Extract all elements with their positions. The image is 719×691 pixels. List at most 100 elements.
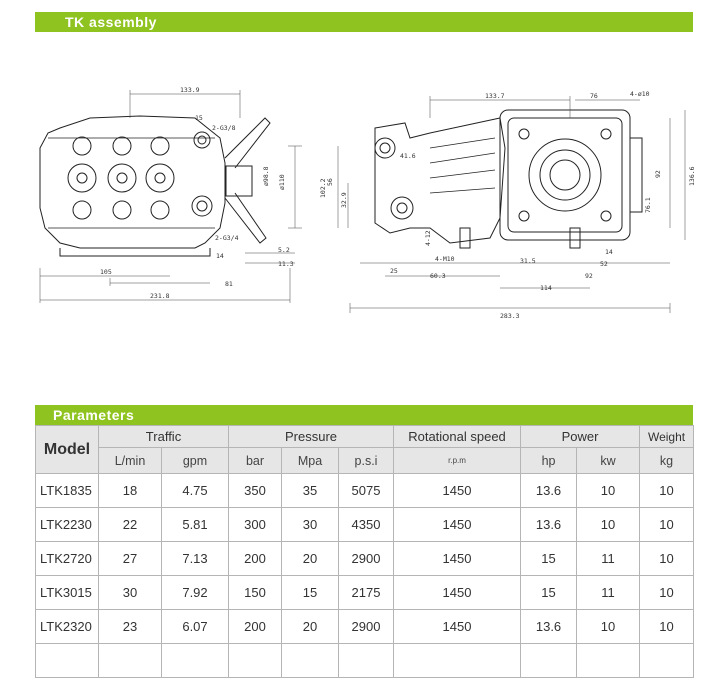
cell-rpm: 1450 xyxy=(393,575,522,610)
cell-lmin: 18 xyxy=(98,473,162,508)
dim-side-136-6: 136.6 xyxy=(688,166,696,186)
table-row: LTK2230 22 5.81 300 30 4350 1450 13.6 10… xyxy=(35,507,695,542)
unit-psi: p.s.i xyxy=(337,447,395,474)
empty-cell xyxy=(98,643,162,678)
dim-side-76-top: 76 xyxy=(590,92,598,100)
cell-kg: 10 xyxy=(639,575,695,610)
cell-mpa: 15 xyxy=(281,575,339,610)
empty-cell xyxy=(576,643,641,678)
parameters-table: Model Traffic Pressure Rotational speed … xyxy=(35,425,695,678)
cell-kw: 11 xyxy=(576,541,641,576)
empty-cell xyxy=(281,643,339,678)
dim-side-31-5: 31.5 xyxy=(520,257,536,265)
model-header: Model xyxy=(35,425,99,474)
parameters-section-title: Parameters xyxy=(35,405,693,425)
unit-kg: kg xyxy=(639,447,695,474)
dim-side-overall: 283.3 xyxy=(500,312,520,320)
dim-front-15: 15 xyxy=(195,114,203,122)
cell-mpa: 20 xyxy=(281,609,339,644)
dim-front-d110: ø110 xyxy=(278,174,286,190)
cell-psi: 4350 xyxy=(337,507,395,542)
cell-kw: 11 xyxy=(576,575,641,610)
empty-cell xyxy=(393,643,522,678)
cell-hp: 13.6 xyxy=(520,473,578,508)
cell-gpm: 5.81 xyxy=(161,507,229,542)
cell-kg: 10 xyxy=(639,473,695,508)
dim-side-32-9: 32.9 xyxy=(340,192,348,208)
dim-side-25: 25 xyxy=(390,267,398,275)
empty-cell xyxy=(228,643,282,678)
traffic-header: Traffic xyxy=(98,425,229,448)
dim-side-133-7: 133.7 xyxy=(485,92,505,100)
cell-psi: 2900 xyxy=(337,609,395,644)
empty-cell xyxy=(520,643,578,678)
dim-side-60-3: 60.3 xyxy=(430,272,446,280)
power-header: Power xyxy=(520,425,641,448)
assembly-section-title: TK assembly xyxy=(35,12,693,32)
side-view-dimension-lines xyxy=(337,96,686,313)
cell-gpm: 6.07 xyxy=(161,609,229,644)
cell-bar: 200 xyxy=(228,541,282,576)
cell-bar: 300 xyxy=(228,507,282,542)
dim-side-4-12: 4-12 xyxy=(424,230,432,246)
weight-header: Weight xyxy=(639,425,695,448)
cell-kw: 10 xyxy=(576,609,641,644)
cell-mpa: 20 xyxy=(281,541,339,576)
dim-front-width-top: 133.9 xyxy=(180,86,200,94)
cell-psi: 2175 xyxy=(337,575,395,610)
dim-side-41-6: 41.6 xyxy=(400,152,416,160)
cell-bar: 150 xyxy=(228,575,282,610)
cell-model: LTK2320 xyxy=(35,609,99,644)
cell-kg: 10 xyxy=(639,609,695,644)
unit-kw: kw xyxy=(576,447,641,474)
table-row: LTK1835 18 4.75 350 35 5075 1450 13.6 10… xyxy=(35,473,695,508)
cell-psi: 5075 xyxy=(337,473,395,508)
dim-side-56: 56 xyxy=(326,178,334,186)
table-empty-row xyxy=(35,643,695,678)
dim-side-bolt-holes: 4-ø10 xyxy=(630,90,650,98)
empty-cell xyxy=(161,643,229,678)
dim-side-76-1: 76.1 xyxy=(644,197,652,213)
cell-model: LTK1835 xyxy=(35,473,99,508)
dim-side-m10: 4-M10 xyxy=(435,255,455,263)
cell-kw: 10 xyxy=(576,473,641,508)
dim-front-outlet-thread: 2-G3/8 xyxy=(212,124,236,132)
dim-front-11-3: 11.3 xyxy=(278,260,294,268)
unit-mpa: Mpa xyxy=(281,447,339,474)
table-row: LTK2320 23 6.07 200 20 2900 1450 13.6 10… xyxy=(35,609,695,644)
pump-front-view xyxy=(39,115,271,257)
cell-hp: 15 xyxy=(520,541,578,576)
unit-hp: hp xyxy=(520,447,578,474)
table-unit-header-row: L/min gpm bar Mpa p.s.i r.p.m hp kw kg xyxy=(35,447,695,474)
cell-lmin: 22 xyxy=(98,507,162,542)
cell-kw: 10 xyxy=(576,507,641,542)
empty-cell xyxy=(639,643,695,678)
table-row: LTK2720 27 7.13 200 20 2900 1450 15 11 1… xyxy=(35,541,695,576)
cell-mpa: 30 xyxy=(281,507,339,542)
dim-front-105: 105 xyxy=(100,268,112,276)
dim-side-52: 52 xyxy=(600,260,608,268)
front-view-dimension-lines xyxy=(39,90,302,303)
cell-kg: 10 xyxy=(639,507,695,542)
cell-kg: 10 xyxy=(639,541,695,576)
cell-bar: 200 xyxy=(228,609,282,644)
dim-side-92-bottom: 92 xyxy=(585,272,593,280)
unit-bar: bar xyxy=(228,447,282,474)
empty-cell xyxy=(337,643,395,678)
cell-rpm: 1450 xyxy=(393,507,522,542)
unit-lmin: L/min xyxy=(98,447,162,474)
cell-model: LTK3015 xyxy=(35,575,99,610)
cell-lmin: 23 xyxy=(98,609,162,644)
table-row: LTK3015 30 7.92 150 15 2175 1450 15 11 1… xyxy=(35,575,695,610)
dim-side-114: 114 xyxy=(540,284,552,292)
cell-model: LTK2230 xyxy=(35,507,99,542)
pressure-header: Pressure xyxy=(227,425,395,448)
dim-front-81: 81 xyxy=(225,280,233,288)
cell-psi: 2900 xyxy=(337,541,395,576)
dim-front-overall: 231.8 xyxy=(150,292,170,300)
dim-side-14: 14 xyxy=(605,248,613,256)
cell-rpm: 1450 xyxy=(393,609,522,644)
dim-front-5-2: 5.2 xyxy=(278,246,290,254)
dim-front-d98: ø98.8 xyxy=(262,166,270,186)
pump-side-view xyxy=(374,109,643,249)
